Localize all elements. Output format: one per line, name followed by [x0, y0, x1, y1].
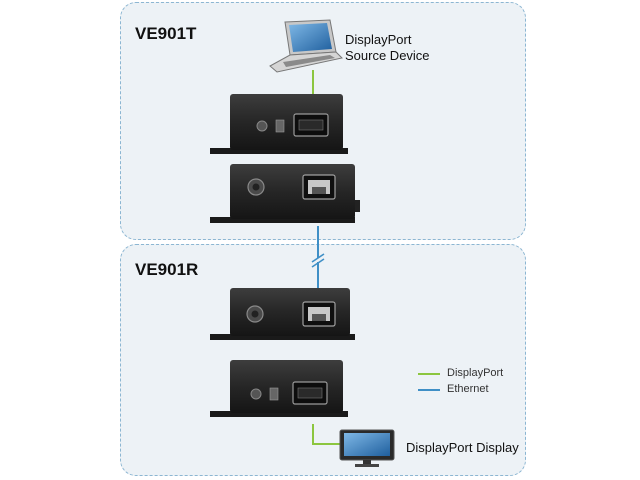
legend-displayport-label: DisplayPort [447, 367, 504, 379]
transmitter-title: VE901T [135, 24, 197, 43]
transmitter-dp-unit [210, 94, 348, 154]
source-device-label: DisplayPort Source Device [345, 32, 430, 64]
laptop-icon [269, 19, 344, 73]
monitor-icon [339, 429, 395, 467]
source-label-line2: Source Device [345, 48, 430, 63]
cable-break-mark-2 [311, 258, 325, 268]
legend-ethernet-label: Ethernet [447, 383, 489, 395]
transmitter-ethernet-unit [210, 164, 360, 223]
receiver-ethernet-unit [210, 288, 355, 340]
receiver-title: VE901R [135, 260, 199, 279]
display-label: DisplayPort Display [406, 440, 519, 455]
source-label-line1: DisplayPort [345, 32, 412, 47]
receiver-dp-unit [210, 360, 348, 417]
cable-break-mark-1 [311, 253, 325, 263]
dp-line-display [312, 424, 340, 445]
